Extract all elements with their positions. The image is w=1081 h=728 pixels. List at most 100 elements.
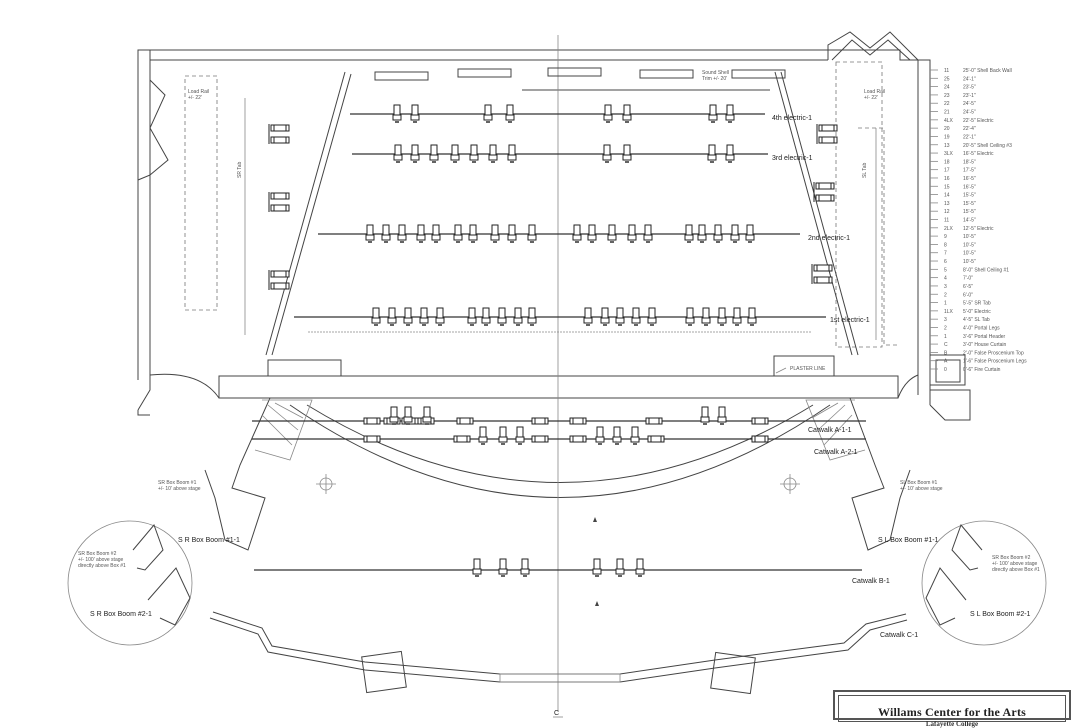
sl-box-boom-note: SL Box Boom #1+/- 10' above stage <box>900 480 943 492</box>
sr-box-boom-2-label: S R Box Boom #2-1 <box>90 611 152 618</box>
fixture-icon <box>498 558 508 577</box>
lineset-number: 17 <box>944 168 950 174</box>
lineset-trim: 6'-0" <box>963 292 973 298</box>
lineset-number: 15 <box>944 184 950 190</box>
box-boom-circles <box>67 474 1047 646</box>
lineset-number: 3 <box>944 317 947 323</box>
fixture-icon <box>627 224 637 243</box>
fixture-icon <box>270 204 290 212</box>
lineset-number: 2 <box>944 325 947 331</box>
fixture-icon <box>270 282 290 290</box>
fixture-icon <box>392 104 402 123</box>
fixture-icon <box>472 558 482 577</box>
fixture-icon <box>270 192 290 200</box>
fixture-icon <box>410 104 420 123</box>
lineset-trim: 1'-6" False Proscenium Legs <box>963 359 1027 365</box>
lineset-trim: 10'-5" <box>963 234 976 240</box>
fixture-icon <box>622 144 632 163</box>
centerline-label: C <box>554 710 559 717</box>
fixture-icon <box>717 307 727 326</box>
fixture-icon <box>453 224 463 243</box>
shell-panel-2 <box>457 68 512 78</box>
fixture-icon <box>602 144 612 163</box>
fixture-icon <box>603 104 613 123</box>
lineset-number: 5 <box>944 267 947 273</box>
lineset-trim: 16'-5" <box>963 176 976 182</box>
lineset-number: 18 <box>944 159 950 165</box>
lineset-number: 1 <box>944 301 947 307</box>
fixture-icon <box>505 104 515 123</box>
fixture-icon <box>270 124 290 132</box>
lineset-trim: 18'-5" <box>963 159 976 165</box>
lineset-trim: 17'-5" <box>963 168 976 174</box>
fixture-icon <box>431 224 441 243</box>
lineset-trim: 15'-5" <box>963 201 976 207</box>
fixture-icon <box>747 307 757 326</box>
catwalk-a2-label: Catwalk A-2-1 <box>814 449 858 456</box>
lineset-number: 12 <box>944 209 950 215</box>
lineset-number: 1LX <box>944 309 954 315</box>
sr-box-boom-note: SR Box Boom #1+/- 10' above stage <box>158 480 201 492</box>
fixture-icon <box>478 426 488 445</box>
lineset-trim: 5'-5" SR Tab <box>963 301 991 307</box>
electric-3-label: 3rd electric-1 <box>772 155 813 162</box>
fixture-icon <box>270 136 290 144</box>
lineset-number: B <box>944 350 948 356</box>
fixture-icon <box>713 224 723 243</box>
sl-tab-label: SL Tab <box>862 162 868 178</box>
lineset-trim: 23'-5" <box>963 85 976 91</box>
lineset-number: 13 <box>944 201 950 207</box>
lineset-trim: 12'-5" Electric <box>963 226 994 232</box>
lineset-number: 2LX <box>944 226 954 232</box>
fixture-icon <box>468 224 478 243</box>
centerline: C <box>553 35 563 718</box>
fixture-icon <box>818 124 838 132</box>
fixture-icon <box>647 435 665 443</box>
lineset-number: 22 <box>944 101 950 107</box>
lineset-number: 13 <box>944 143 950 149</box>
fixture-icon <box>643 224 653 243</box>
fixture-icon <box>583 307 593 326</box>
lineset-trim: 14'-5" <box>963 218 976 224</box>
lineset-trim: 23'-1" <box>963 93 976 99</box>
fixture-icon <box>481 307 491 326</box>
lineset-number: C <box>944 342 948 348</box>
lineset-number: 6 <box>944 259 947 265</box>
fixture-icon <box>707 144 717 163</box>
lineset-number: 2 <box>944 292 947 298</box>
fixture-icon <box>416 224 426 243</box>
fixture-icon <box>531 435 549 443</box>
lineset-number: 8 <box>944 242 947 248</box>
fixture-icon <box>751 417 769 425</box>
load-rail-left-label: Load Rail+/- 22' <box>188 89 209 101</box>
fixture-icon <box>507 144 517 163</box>
fixture-icon <box>725 144 735 163</box>
fixture-icon <box>469 144 479 163</box>
catwalk-b-label: Catwalk B-1 <box>852 578 890 585</box>
lineset-trim: 20'-5" Shell Ceiling #3 <box>963 143 1012 149</box>
lineset-trim: 10'-5" <box>963 242 976 248</box>
fixture-icon <box>497 307 507 326</box>
fixture-icon <box>515 426 525 445</box>
catwalk-c-structure <box>209 611 908 695</box>
fixture-icon <box>572 224 582 243</box>
fixture-icon <box>419 307 429 326</box>
fixture-icon <box>600 307 610 326</box>
lineset-number: 4LX <box>944 118 954 124</box>
lineset-trim: 8'-0" Shell Ceiling #1 <box>963 267 1009 273</box>
fixture-icon <box>531 417 549 425</box>
fixture-icon <box>685 307 695 326</box>
fixture-icon <box>488 144 498 163</box>
catwalk-a1-label: Catwalk A-1-1 <box>808 427 852 434</box>
fixture-icon <box>520 558 530 577</box>
sl-box-boom-2-label: S L Box Boom #2-1 <box>970 611 1031 618</box>
fixture-icon <box>595 426 605 445</box>
lineset-trim: 22'-1" <box>963 134 976 140</box>
fixture-icon <box>701 307 711 326</box>
fixture-icon <box>513 307 523 326</box>
load-rails: Load Rail+/- 22' Load Rail+/- 22' <box>184 61 900 348</box>
sl-box-boom-1-label: S L Box Boom #1-1 <box>878 537 939 544</box>
lineset-trim: 3'-0" House Curtain <box>963 342 1007 348</box>
